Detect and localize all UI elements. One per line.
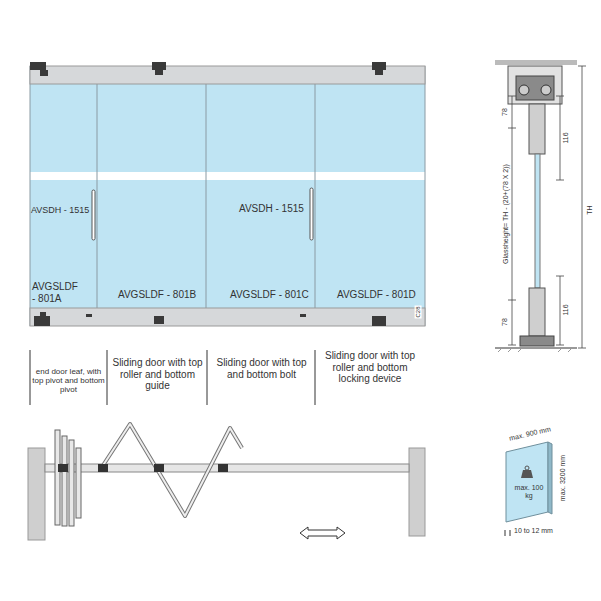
dimension-label: C28 xyxy=(415,305,422,318)
fittings xyxy=(30,62,386,326)
panel-joints xyxy=(30,66,425,326)
glass-panel: AVGSLDF - 801D xyxy=(315,85,425,308)
description-label: 10 to 12 mm xyxy=(514,527,574,535)
glass-panel: AVSDH - 1515AVGSLDF - 801A xyxy=(30,85,97,308)
dimension-label: 78 xyxy=(501,317,509,327)
dimension-label: Glassheight= TH - (20+(78 X 2)) xyxy=(502,163,510,265)
description-label: Sliding door with top roller and bottom … xyxy=(318,350,422,385)
part-code: AVGSLDF - 801C xyxy=(230,289,314,301)
dimension-label: max. 3200 mm xyxy=(559,454,567,502)
glass-area xyxy=(30,66,425,326)
description-label: max. 100 kg xyxy=(512,484,546,500)
part-code: AVGSLDF - 801A xyxy=(32,281,82,304)
handles xyxy=(92,188,313,240)
description-label: end door leaf, with top pivot and bottom… xyxy=(31,367,106,395)
part-code: AVSDH - 1515 xyxy=(31,205,93,215)
cut-band xyxy=(30,172,425,180)
dimension-label: max. 900 mm xyxy=(507,425,552,443)
description-label: Sliding door with top and bottom bolt xyxy=(210,357,313,380)
top-rail xyxy=(30,66,425,84)
section-view xyxy=(495,60,586,352)
dimension-label: 78 xyxy=(501,107,509,117)
glass-size-icon xyxy=(505,442,552,536)
plan-view xyxy=(28,424,425,540)
glass-panel: AVSDH - 1515AVGSLDF - 801C xyxy=(206,85,315,308)
part-code: AVGSLDF - 801D xyxy=(337,289,423,301)
part-code: AVSDH - 1515 xyxy=(239,203,309,215)
dimension-label: TH xyxy=(586,204,594,215)
glass-panel: AVGSLDF - 801B xyxy=(97,85,206,308)
description-label: Sliding door with top roller and bottom … xyxy=(110,357,205,392)
dimension-label: 116 xyxy=(562,131,570,144)
dimension-label: 116 xyxy=(562,303,570,316)
part-code: AVGSLDF - 801B xyxy=(118,289,204,301)
bottom-rail xyxy=(30,308,425,326)
column-separators xyxy=(30,350,315,405)
